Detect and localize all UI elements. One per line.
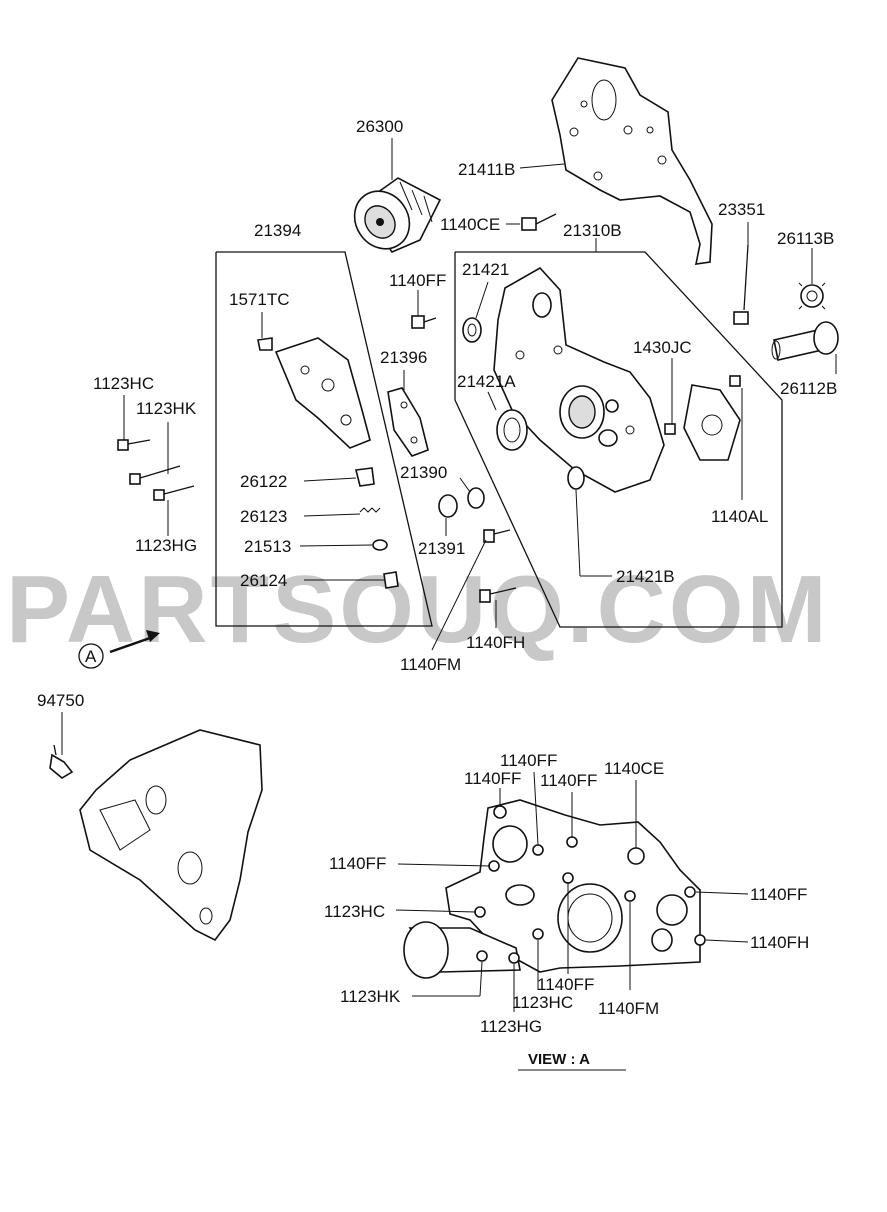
- label-1140al: 1140AL: [711, 507, 768, 526]
- svg-text:A: A: [85, 647, 97, 666]
- gasket-part: [551, 57, 713, 265]
- leader-lines: [61, 138, 837, 1071]
- view-a-labels: 1140FF 1140FF 1140FF 1140CE 1140FF 1140F…: [324, 751, 809, 1068]
- label-21421: 21421: [462, 260, 509, 279]
- valve-26122-part: [355, 467, 375, 487]
- label-1140ce: 1140CE: [440, 215, 500, 234]
- filter-bracket-part: [274, 337, 371, 449]
- shaft-26112b-part: [771, 321, 839, 361]
- view-caption: VIEW : A: [528, 1051, 590, 1068]
- exploded-labels: 26300 21411B 1140CE 21310B 23351 26113B …: [37, 117, 837, 710]
- view-label-1123hc-bottom: 1123HC: [512, 993, 573, 1012]
- view-label-1140fm: 1140FM: [598, 999, 659, 1018]
- label-1430jc: 1430JC: [633, 338, 692, 357]
- gasket-21396-part: [387, 387, 429, 457]
- bolt-1123hg-part: [153, 485, 195, 501]
- watermark: PARTSOUQ.COM: [6, 556, 830, 663]
- seal-21421a-part: [496, 409, 528, 451]
- gear-26113b-part: [798, 282, 826, 310]
- label-1123hg: 1123HG: [135, 536, 197, 555]
- view-label-1140ff-b: 1140FF: [540, 771, 597, 790]
- view-label-1140fh: 1140FH: [750, 933, 809, 952]
- view-label-1140ce: 1140CE: [604, 759, 664, 778]
- bolt-1123hk-part: [129, 465, 181, 485]
- washer-21513-part: [372, 539, 388, 551]
- bolt-23351-part: [733, 244, 749, 325]
- front-case-part: [493, 266, 665, 493]
- view-label-1123hc-left: 1123HC: [324, 902, 385, 921]
- label-26113b: 26113B: [777, 229, 834, 248]
- bolt-1140ce-part: [521, 213, 557, 231]
- pump-cover-part: [664, 375, 741, 461]
- label-21421b: 21421B: [616, 567, 675, 586]
- bolt-1140ff-part: [411, 315, 437, 329]
- plug-part: [257, 337, 273, 351]
- bolt-1123hc-part: [117, 439, 151, 451]
- seal-21391-part: [438, 494, 458, 518]
- label-1140ff: 1140FF: [389, 271, 446, 290]
- view-label-1140ff-top: 1140FF: [500, 751, 557, 770]
- seal-21421-part: [462, 317, 482, 343]
- bolt-1140fm-part: [483, 529, 511, 543]
- label-26300: 26300: [356, 117, 403, 136]
- label-1123hc: 1123HC: [93, 374, 154, 393]
- label-21421a: 21421A: [457, 372, 516, 391]
- label-21513: 21513: [244, 537, 291, 556]
- label-21310b: 21310B: [563, 221, 622, 240]
- spring-26123-part: [359, 507, 381, 513]
- bushing-21421b-part: [567, 466, 585, 490]
- label-23351: 23351: [718, 200, 765, 219]
- label-26122: 26122: [240, 472, 287, 491]
- label-21394: 21394: [254, 221, 301, 240]
- group-box-21310B: [454, 251, 783, 628]
- label-26112b: 26112B: [780, 379, 837, 398]
- engine-block-part: [79, 729, 263, 942]
- label-1140fm: 1140FM: [400, 655, 461, 674]
- label-94750: 94750: [37, 691, 84, 710]
- view-label-1140ff-a: 1140FF: [464, 769, 521, 788]
- label-21391: 21391: [418, 539, 465, 558]
- view-a-case-part: [403, 799, 706, 979]
- label-21411b: 21411B: [458, 160, 515, 179]
- seal-21390-part: [467, 487, 485, 509]
- view-label-1140ff-right: 1140FF: [750, 885, 807, 904]
- label-1140fh: 1140FH: [466, 633, 525, 652]
- group-box-21394: [215, 251, 433, 627]
- bolt-1140fh-part: [479, 587, 517, 603]
- oil-filter-part: [353, 177, 442, 253]
- view-label-1140ff-bottom: 1140FF: [537, 975, 594, 994]
- label-26124: 26124: [240, 571, 287, 590]
- view-label-1123hk: 1123HK: [340, 987, 401, 1006]
- label-1571tc: 1571TC: [229, 290, 289, 309]
- view-label-1140ff-left: 1140FF: [329, 854, 386, 873]
- plug-26124-part: [383, 571, 399, 589]
- label-21396: 21396: [380, 348, 427, 367]
- label-21390: 21390: [400, 463, 447, 482]
- view-a-marker: A: [78, 630, 160, 669]
- label-26123: 26123: [240, 507, 287, 526]
- sensor-94750-part: [49, 744, 74, 779]
- label-1123hk: 1123HK: [136, 399, 197, 418]
- view-label-1123hg: 1123HG: [480, 1017, 542, 1036]
